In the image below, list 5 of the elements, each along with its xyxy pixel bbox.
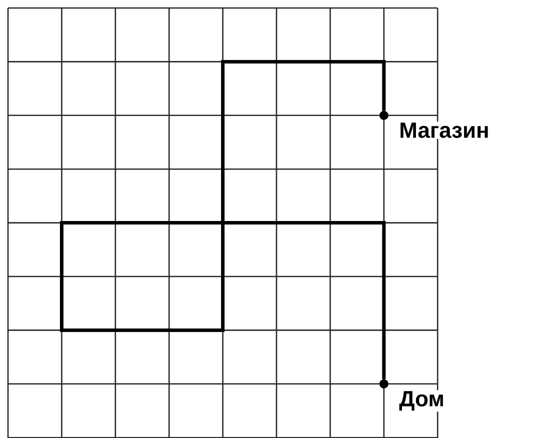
place-label: Дом <box>398 390 446 412</box>
dot <box>379 110 388 120</box>
route-line <box>60 60 386 380</box>
place-label: Магазин <box>398 122 490 139</box>
dot <box>379 379 388 388</box>
